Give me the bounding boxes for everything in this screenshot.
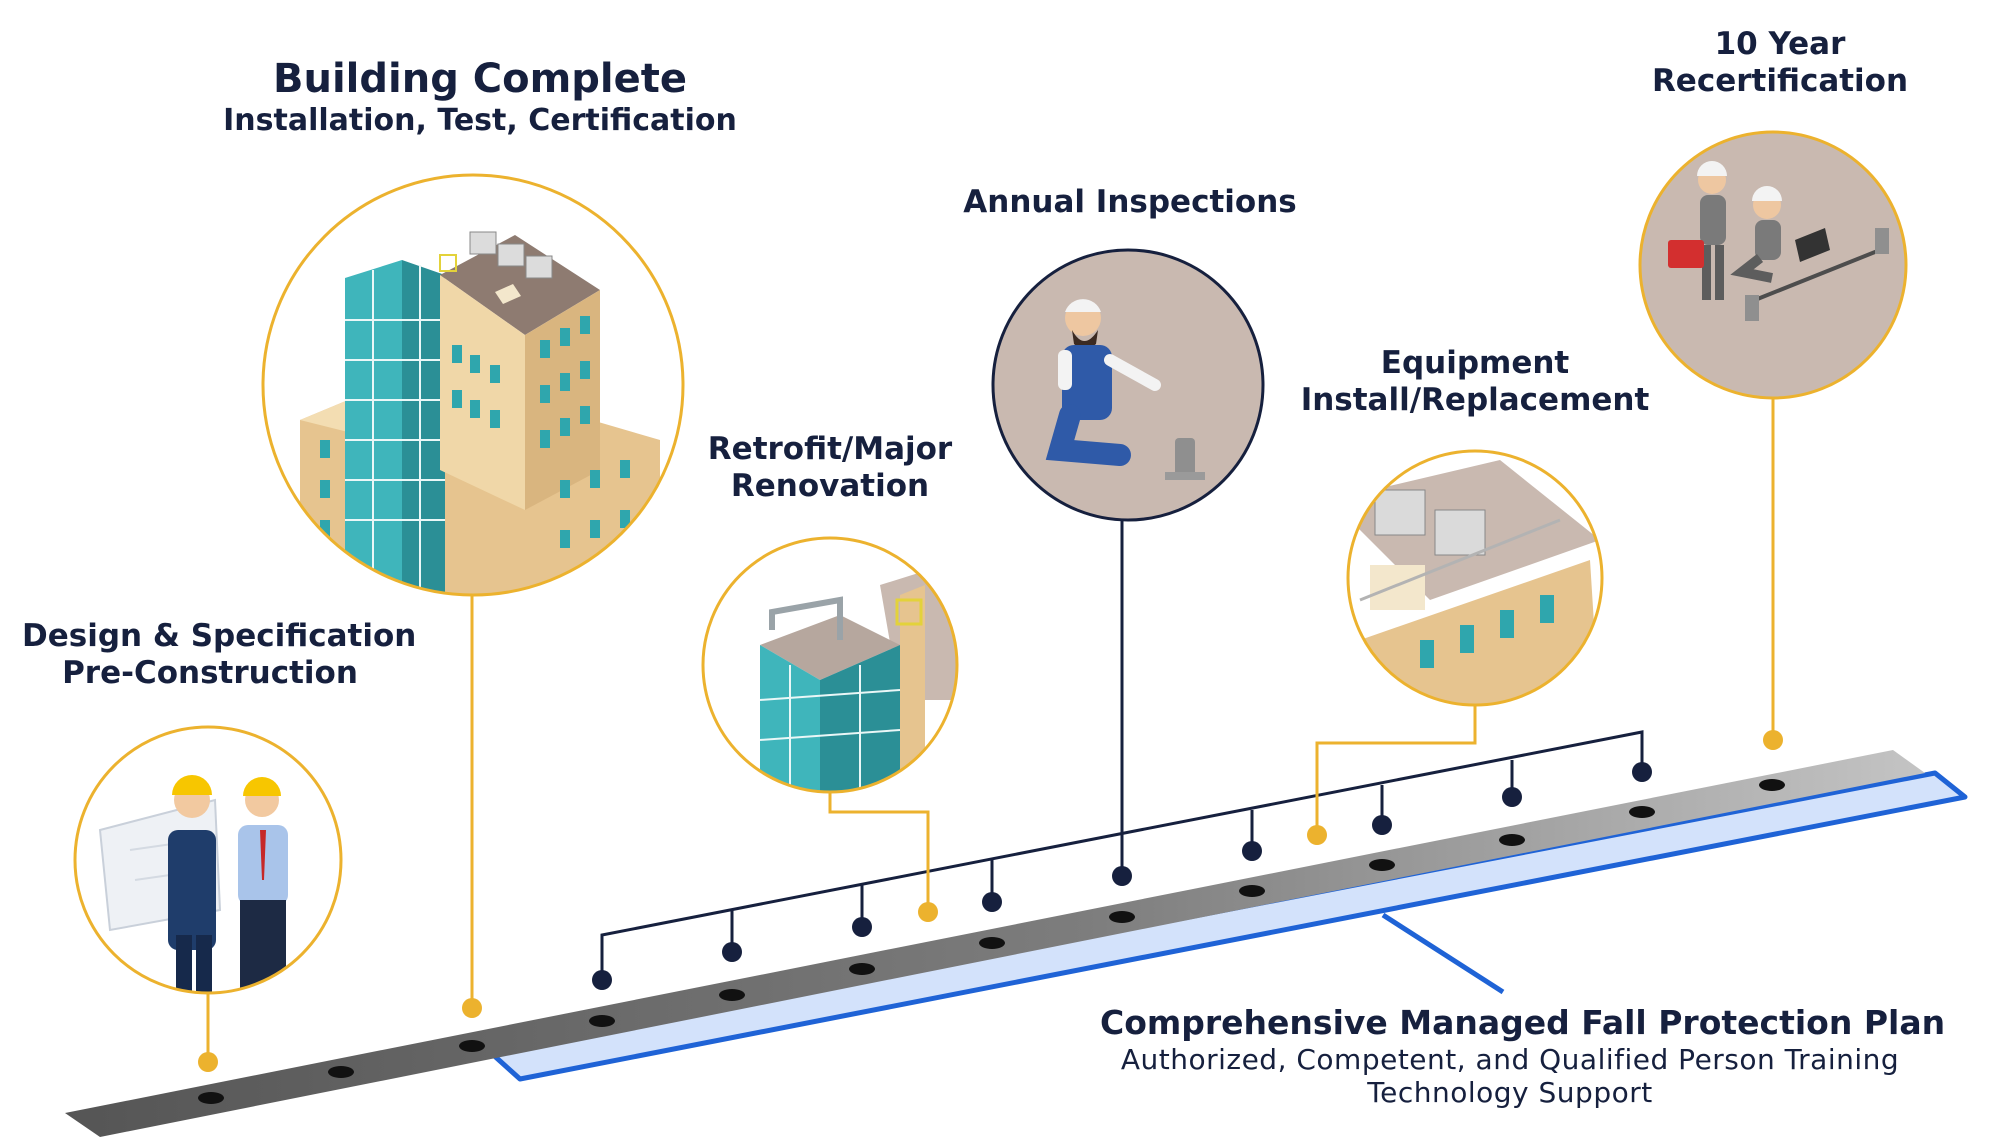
design-line1: Design & Specification <box>22 618 417 654</box>
label-annual: Annual Inspections <box>950 184 1310 221</box>
recert-line2: Recertification <box>1651 62 1909 99</box>
milestone-connectors <box>206 398 1775 1062</box>
design-line2: Pre-Construction <box>62 654 358 691</box>
plan-title: Comprehensive Managed Fall Protection Pl… <box>1100 1003 1946 1042</box>
label-design: Design & Specification Pre-Construction <box>22 618 417 691</box>
rail-holes <box>198 779 1785 1104</box>
label-recert: 10 Year Recertification <box>1630 26 1930 99</box>
rooftop-hvac-icon <box>1346 449 1604 707</box>
building-title: Building Complete <box>272 56 687 102</box>
inspector-icon <box>991 248 1265 522</box>
label-building: Building Complete Installation, Test, Ce… <box>180 56 780 139</box>
annual-title: Annual Inspections <box>963 184 1297 220</box>
milestone-dots <box>198 730 1783 1072</box>
retrofit-line2: Renovation <box>730 467 930 504</box>
plan-line1: Authorized, Competent, and Qualified Per… <box>1120 1042 1900 1076</box>
equipment-line1: Equipment <box>1380 345 1570 381</box>
plan-pointer-line <box>1381 912 1505 995</box>
building-icon <box>261 173 685 597</box>
tower-icon <box>701 536 959 794</box>
plan-label: Comprehensive Managed Fall Protection Pl… <box>1100 1003 1946 1109</box>
plan-line2: Technology Support <box>1367 1075 1653 1109</box>
label-retrofit: Retrofit/Major Renovation <box>700 431 960 504</box>
technicians-icon <box>1638 130 1908 400</box>
engineers-icon <box>73 725 343 995</box>
building-subtitle: Installation, Test, Certification <box>223 103 737 139</box>
recert-line1: 10 Year <box>1714 26 1846 62</box>
label-equipment: Equipment Install/Replacement <box>1300 345 1650 418</box>
inspection-dots <box>592 762 1652 990</box>
retrofit-line1: Retrofit/Major <box>707 431 953 467</box>
equipment-line2: Install/Replacement <box>1300 381 1650 418</box>
